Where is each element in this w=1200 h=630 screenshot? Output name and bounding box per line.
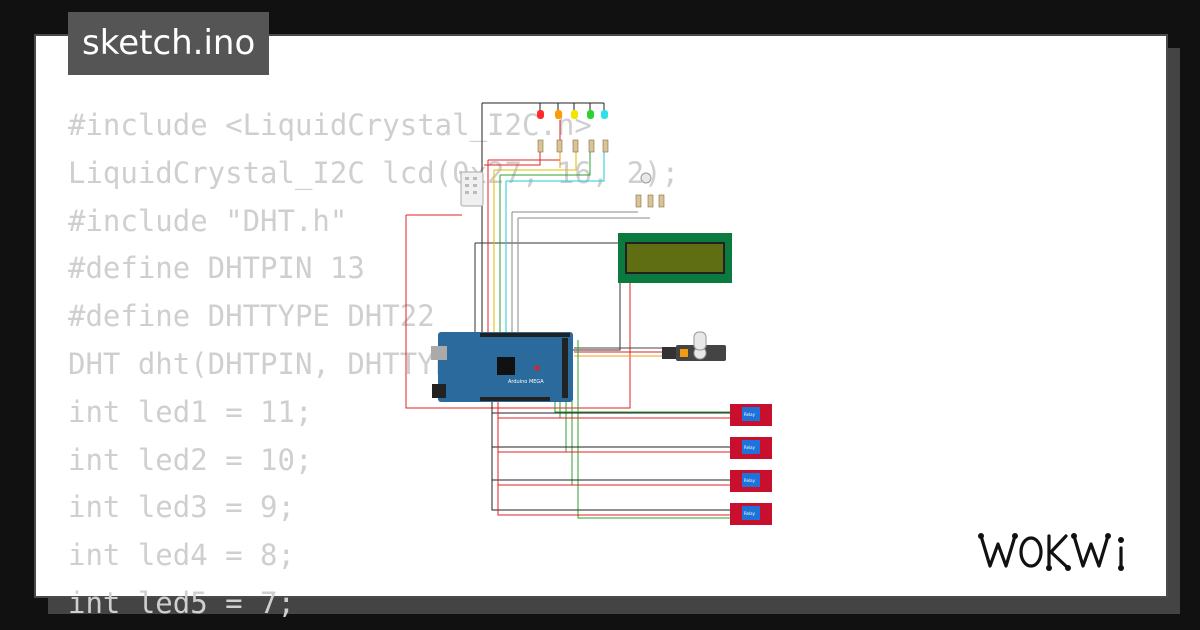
relay-module-4[interactable]: Relay (730, 503, 772, 525)
code-preview: #include <LiquidCrystal_I2C.h>LiquidCrys… (68, 102, 679, 628)
code-line: #include <LiquidCrystal_I2C.h> (68, 108, 592, 142)
board-label: Arduino MEGA (508, 379, 544, 385)
code-line: #define DHTPIN 13 (68, 251, 365, 286)
led-green[interactable] (587, 110, 594, 119)
servo-motor[interactable] (662, 331, 726, 361)
relay-label: Relay (744, 445, 756, 450)
led-yellow[interactable] (571, 110, 578, 119)
led-red[interactable] (537, 110, 544, 119)
code-line: int led2 = 10; (68, 442, 313, 477)
led-row (537, 110, 608, 119)
code-line: int led3 = 9; (68, 490, 295, 525)
file-tab[interactable]: sketch.ino (68, 12, 270, 75)
dht22-sensor[interactable] (460, 171, 484, 207)
wokwi-logo (978, 533, 1124, 571)
lcd-1602[interactable] (618, 233, 732, 283)
led-orange[interactable] (555, 110, 562, 119)
relay-label: Relay (744, 511, 756, 516)
preview-card: #include <LiquidCrystal_I2C.h>LiquidCrys… (34, 34, 1168, 620)
relay-module-2[interactable]: Relay (730, 437, 772, 459)
code-line: #define DHTTYPE DHT22 (68, 299, 435, 334)
resistor-row (537, 139, 665, 208)
code-line: #include "DHT.h" (68, 203, 348, 238)
arduino-mega-board[interactable]: Arduino MEGA (431, 332, 573, 402)
relay-module-1[interactable]: Relay (730, 404, 772, 426)
code-line: int led4 = 8; (68, 538, 295, 573)
relay-label: Relay (744, 478, 756, 483)
photoresistor[interactable] (640, 172, 652, 184)
code-line: int led5 = 7; (68, 585, 295, 620)
code-line: int led1 = 11; (68, 394, 313, 429)
led-cyan[interactable] (601, 110, 608, 119)
relay-module-3[interactable]: Relay (730, 470, 772, 492)
relay-label: Relay (744, 412, 756, 417)
